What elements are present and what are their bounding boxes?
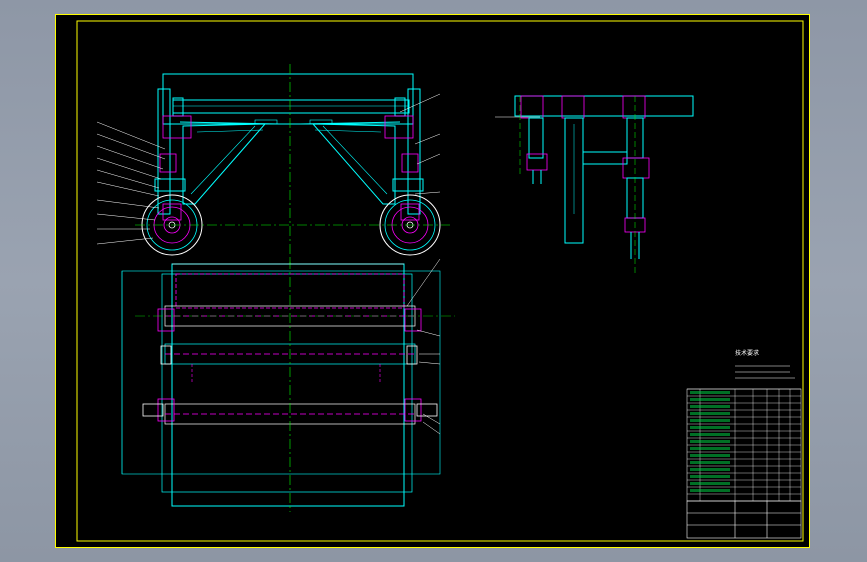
parts-list-entry [690, 489, 730, 492]
parts-list-entry [690, 426, 730, 429]
parts-list-rows [687, 388, 801, 501]
parts-list-entry [690, 398, 730, 401]
front-view [135, 64, 450, 264]
parts-list-entry [690, 468, 730, 471]
parts-list-entry [690, 440, 730, 443]
drawing-sheet: 技术要求 [55, 14, 810, 548]
front-view-leaders [96, 93, 441, 245]
parts-list-entry [690, 461, 730, 464]
outer-frame [55, 14, 810, 548]
parts-list-entry [690, 405, 730, 408]
parts-list-entry [690, 475, 730, 478]
parts-list-entry [690, 454, 730, 457]
title-block [686, 500, 802, 539]
parts-list-entry [690, 412, 730, 415]
side-view [495, 95, 694, 274]
parts-list-entry [690, 419, 730, 422]
parts-list-entry [690, 482, 730, 485]
notes-heading: 技术要求 [735, 349, 759, 357]
inner-frame [76, 20, 804, 542]
parts-list-entry [690, 391, 730, 394]
technical-notes: 技术要求 [735, 349, 795, 379]
plan-view [121, 259, 455, 512]
cad-drawing: 技术要求 [55, 14, 810, 548]
parts-list-entry [690, 433, 730, 436]
parts-list-entry [690, 447, 730, 450]
plan-view-leaders [406, 258, 441, 435]
